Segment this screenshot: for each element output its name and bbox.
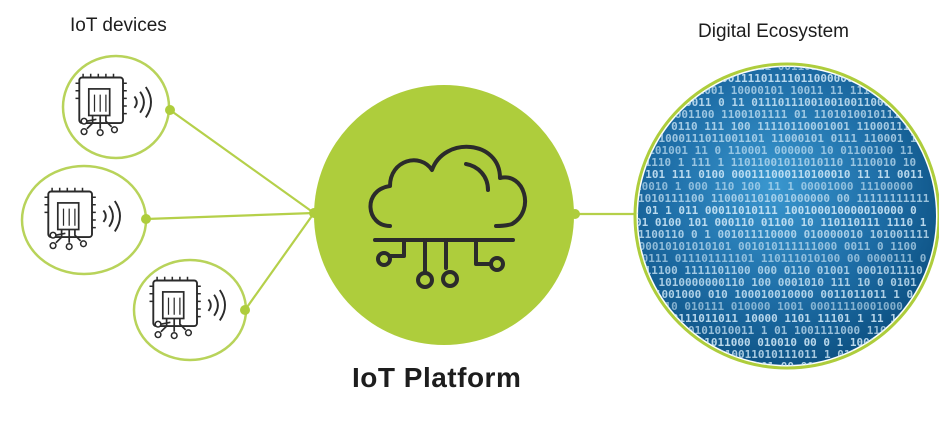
binary-row: 0101001000 010 100010010000 0011011011 1… (635, 288, 913, 301)
edge-device1-platform (169, 109, 315, 214)
binary-row: 10010 1 000 110 100 11 1 00001000 111000… (635, 180, 913, 193)
iot-device-3[interactable] (132, 258, 248, 362)
ecosystem-title: Digital Ecosystem (698, 21, 849, 42)
binary-row: 11 010100011 0 11 0111011100100100110001… (632, 96, 910, 109)
binary-row: 1111 0110 111 100 11110110001001 1100011… (638, 120, 923, 133)
binary-row: 11110 1 111 1 11011001011010110 1110010 … (638, 156, 916, 169)
binary-row: 01 0100 101 000110 01100 10 110110111 11… (635, 216, 927, 229)
cloud-network-icon (368, 145, 528, 289)
binary-row: 10 111 001100 1101011 001101110110111110… (632, 60, 923, 73)
binary-row: 1010100111011011 10000 1101 11101 1 11 1… (632, 312, 924, 325)
binary-row: 1010111100 110001101001000000 00 1111111… (638, 192, 930, 205)
binary-row: 101 1010000000110 100 0001010 111 10 0 0… (632, 276, 917, 289)
binary-row: 1 0101001100 1100101111 01 1101010010111… (635, 108, 927, 121)
iot-platform[interactable] (314, 85, 574, 345)
binary-row: 00101000111011001101 11000101 0111 11000… (632, 132, 924, 145)
digital-ecosystem[interactable]: 10 111 001100 1101011 001101110110111110… (632, 60, 939, 373)
binary-row: 11101001 11 0 110001 000000 10 01100100 … (635, 144, 914, 157)
connector-lines (145, 109, 640, 311)
binary-row: 111100 1111101100 000 0110 01001 0001011… (638, 264, 923, 277)
iot-device-1[interactable] (61, 54, 171, 160)
binary-row: 000001010101010011 1 01 1001111000 11010… (635, 324, 914, 337)
binary-row: 1100110 0 1 001011110000 010000010 10100… (638, 228, 930, 241)
binary-data-texture: 10 111 001100 1101011 001101110110111110… (632, 60, 930, 373)
binary-row: 1 101 111 0100 000111000110100010 11 11 … (632, 168, 924, 181)
binary-row: 00 110 010111 010000 1001 00011110001000… (638, 300, 923, 313)
binary-row: 000010101010101 001010111111000 0011 0 1… (632, 240, 917, 253)
iot-device-2[interactable] (20, 164, 148, 276)
platform-title: IoT Platform (352, 362, 522, 393)
binary-row: 1 01 1 011 00011010111 10010001000001000… (632, 204, 917, 217)
binary-row: 00101 11111000000 101 00 00 0110 10 0111… (635, 360, 907, 373)
binary-row: 10111 011101111101 110111010100 00 00001… (635, 252, 926, 265)
devices-title: IoT devices (70, 15, 167, 36)
edge-device3-platform (244, 212, 315, 311)
edge-device2-platform (145, 211, 315, 221)
